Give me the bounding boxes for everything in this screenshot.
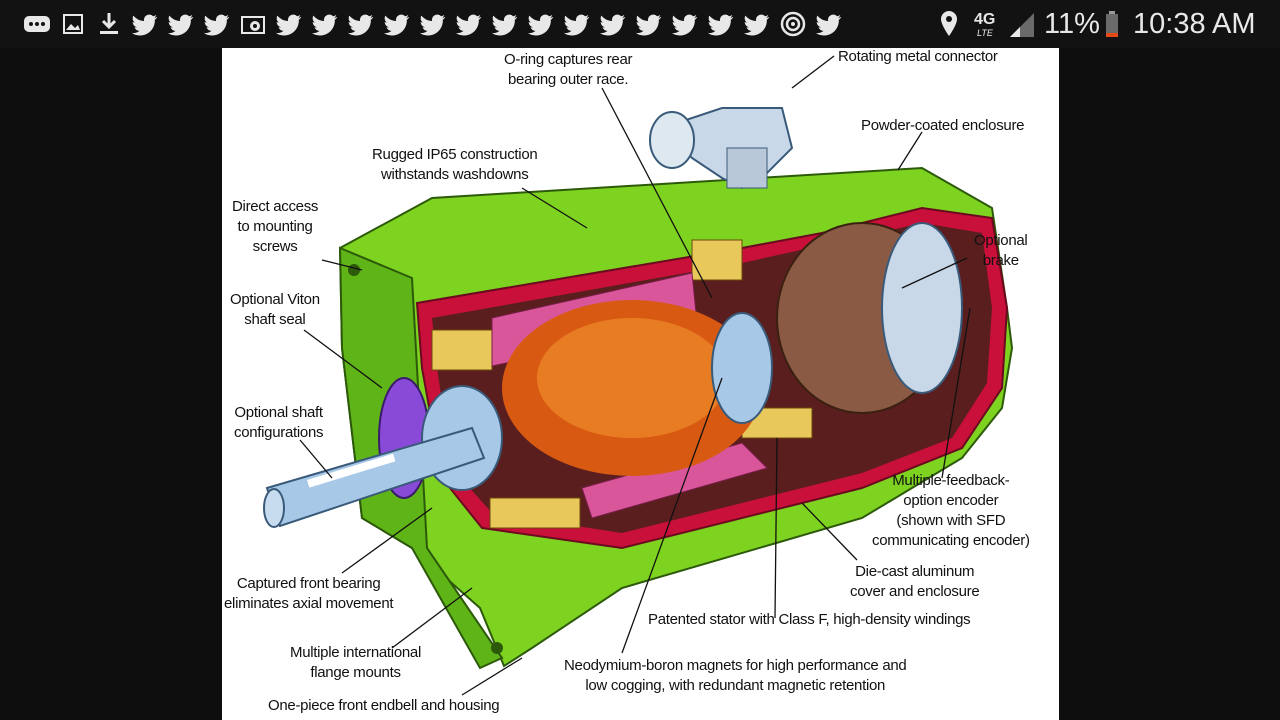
label-rugged: Rugged IP65 construction withstands wash… <box>372 146 538 183</box>
image-icon <box>63 14 83 34</box>
location-icon <box>941 11 957 36</box>
target-icon <box>780 11 806 37</box>
label-encoder: Multiple-feedback- option encoder (shown… <box>872 472 1030 549</box>
download-icon <box>100 13 118 34</box>
signal-icon <box>1010 13 1034 37</box>
label-powder: Powder-coated enclosure <box>861 117 1025 134</box>
label-endbell: One-piece front endbell and housing <box>268 697 500 714</box>
twitter-icon <box>276 14 302 36</box>
insulation-block <box>691 239 743 281</box>
twitter-icon <box>456 14 482 36</box>
4g-lte-icon: 4G LTE <box>974 11 995 47</box>
twitter-icon <box>672 14 698 36</box>
shaft-tip <box>263 488 285 528</box>
leader-lines <box>299 55 971 696</box>
rear-bearing <box>711 312 773 424</box>
image-viewer[interactable]: O-ring captures rear bearing outer race.… <box>222 48 1059 720</box>
twitter-icon <box>600 14 626 36</box>
motor-cutaway-diagram <box>263 55 1014 696</box>
label-shaft: Optional shaft configurations <box>234 404 324 441</box>
network-type: 4G <box>974 11 996 28</box>
clock: 10:38 AM <box>1133 8 1256 40</box>
twitter-icon <box>312 14 338 36</box>
mounting-hole <box>491 642 503 654</box>
more-icon <box>24 16 50 32</box>
network-subtype: LTE <box>977 28 993 38</box>
twitter-icon <box>636 14 662 36</box>
label-flange: Multiple international flange mounts <box>290 644 421 681</box>
twitter-icon <box>132 14 158 36</box>
brake-disc <box>881 222 963 394</box>
label-brake: Optional brake <box>974 232 1028 269</box>
label-direct: Direct access to mounting screws <box>232 198 319 255</box>
label-stator: Patented stator with Class F, high-densi… <box>648 611 971 628</box>
stator-winding-highlight <box>537 318 727 438</box>
twitter-icon <box>204 14 230 36</box>
label-connector: Rotating metal connector <box>838 48 998 65</box>
twitter-icon <box>348 14 374 36</box>
twitter-icon <box>168 14 194 36</box>
twitter-icon <box>528 14 554 36</box>
label-viton: Optional Viton shaft seal <box>230 291 320 328</box>
label-magnets: Neodymium-boron magnets for high perform… <box>564 657 907 694</box>
twitter-icon <box>816 14 842 36</box>
battery-percent: 11% <box>1044 8 1100 40</box>
battery-icon <box>1106 11 1118 37</box>
twitter-icon <box>384 14 410 36</box>
twitter-icon <box>492 14 518 36</box>
connector-face <box>649 111 695 169</box>
label-bearing: Captured front bearing eliminates axial … <box>224 575 394 612</box>
insulation-block <box>431 329 493 371</box>
label-diecast: Die-cast aluminum cover and enclosure <box>850 563 980 600</box>
status-bar: 4G LTE 11% 10:38 AM <box>0 0 1280 48</box>
insulation-block <box>489 497 581 529</box>
label-oring: O-ring captures rear bearing outer race. <box>504 51 633 88</box>
shaft-keyway <box>307 453 396 488</box>
twitter-icon <box>744 14 770 36</box>
email-icon <box>241 16 265 34</box>
connector-base <box>726 147 768 189</box>
mounting-hole <box>348 264 360 276</box>
twitter-icon <box>708 14 734 36</box>
twitter-icon <box>564 14 590 36</box>
twitter-icon <box>420 14 446 36</box>
